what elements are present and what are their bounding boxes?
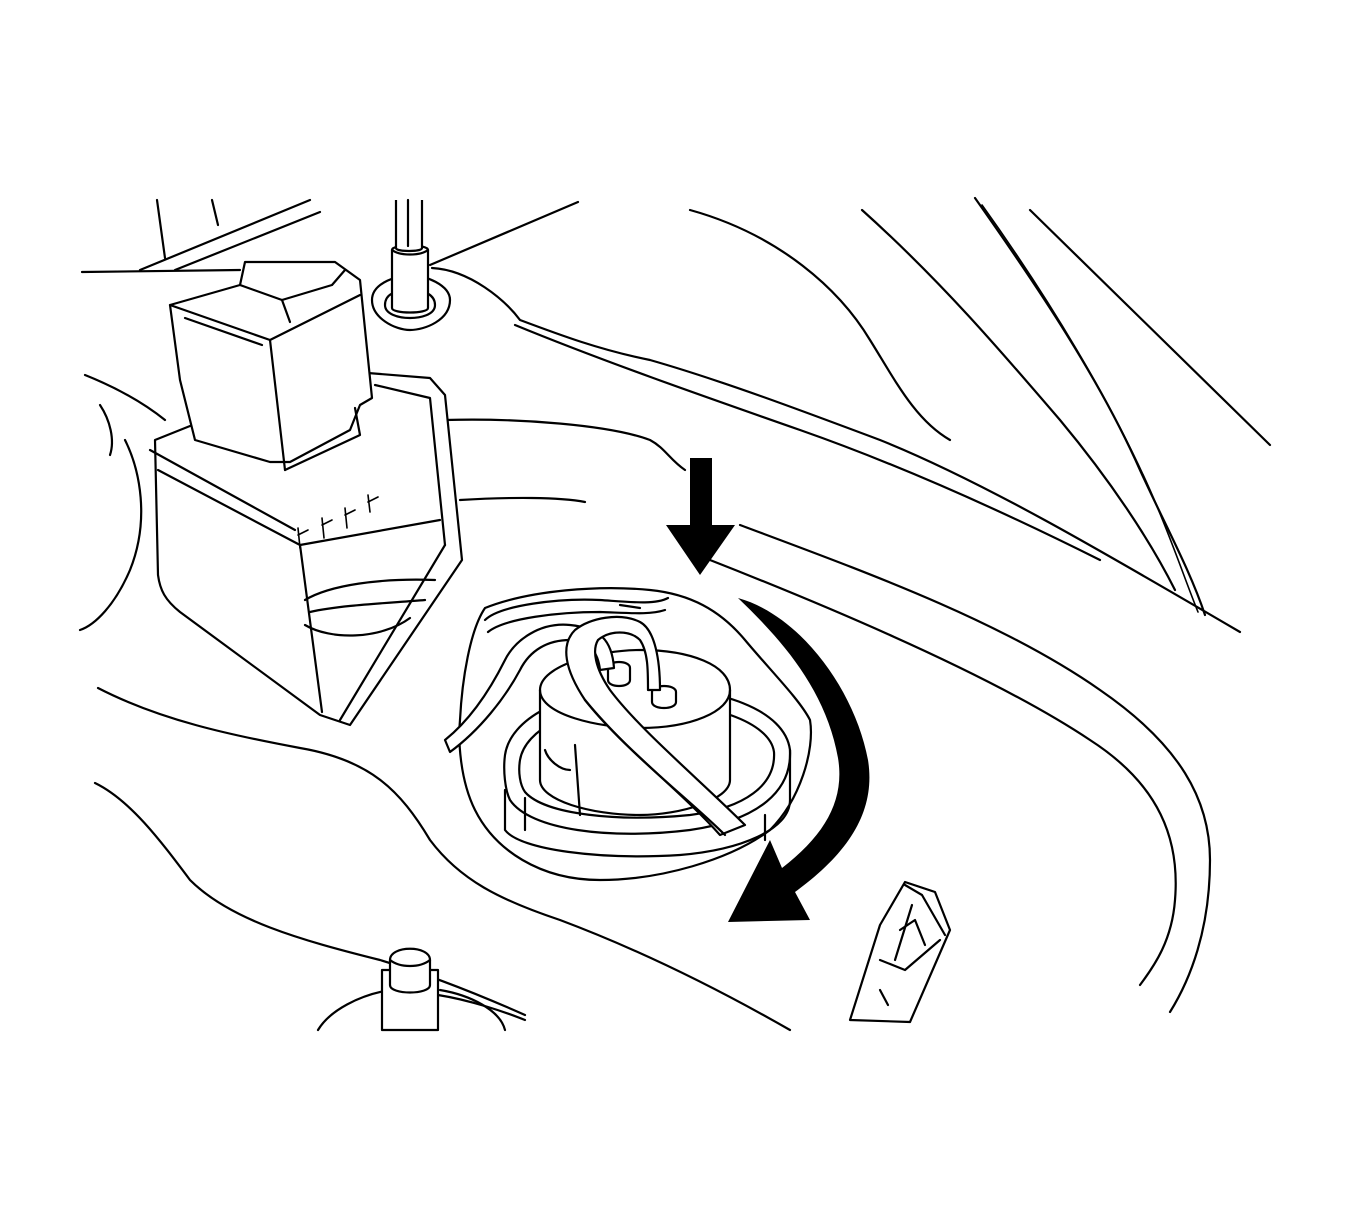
retaining-clip [848, 880, 952, 1024]
left-contours [78, 373, 792, 1032]
fuel-pump-module [443, 587, 812, 882]
upper-left-panel [80, 198, 580, 274]
electrical-connector [148, 260, 464, 727]
main-surface-contours [430, 266, 1242, 1014]
lower-stud [316, 947, 527, 1032]
upper-right-contours [688, 196, 1272, 617]
push-down-arrow [666, 458, 735, 575]
upper-stud [370, 198, 452, 332]
rotate-counterclockwise-arrow [728, 598, 870, 922]
